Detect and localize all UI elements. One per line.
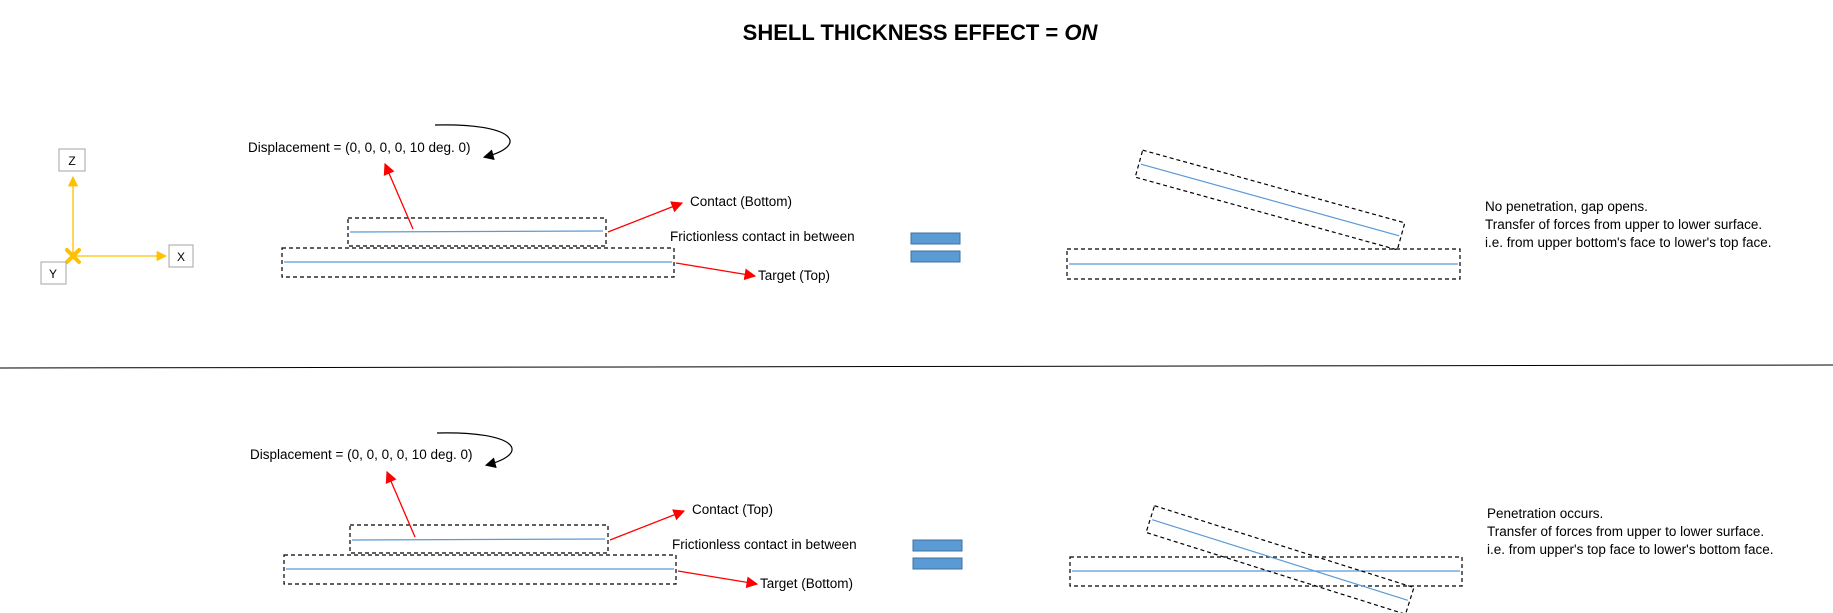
top-contact-label: Contact (Bottom) — [690, 194, 792, 209]
top-equals-bar-lower — [910, 250, 961, 263]
y-axis-marker-icon — [65, 248, 81, 264]
top-upper-shell — [347, 217, 607, 247]
top-displacement-label: Displacement = (0, 0, 0, 0, 10 deg. 0) — [248, 140, 471, 155]
top-note-line-3: i.e. from upper bottom's face to lower's… — [1485, 235, 1772, 250]
top-note-line-2: Transfer of forces from upper to lower s… — [1485, 217, 1762, 232]
bottom-equals-bar-lower — [912, 557, 963, 570]
z-axis-label-box — [58, 148, 86, 172]
top-upper-shell-midline — [349, 230, 604, 233]
bottom-panel: Displacement = (0, 0, 0, 0, 10 deg. 0) C… — [250, 432, 1774, 613]
y-axis-label-box — [40, 261, 67, 285]
bottom-contact-type-label: Frictionless contact in between — [672, 537, 857, 552]
top-displacement-arrow — [383, 162, 414, 230]
bottom-note-line-3: i.e. from upper's top face to lower's bo… — [1487, 542, 1774, 557]
z-axis-label: Z — [68, 154, 75, 168]
bottom-target-arrow — [677, 570, 759, 589]
x-axis-label-box — [168, 244, 194, 268]
top-lower-shell — [281, 247, 675, 278]
bottom-result-upper-shell — [1145, 504, 1415, 613]
title-emphasis: ON — [1064, 20, 1098, 45]
top-contact-type-label: Frictionless contact in between — [670, 229, 855, 244]
panel-divider — [0, 364, 1833, 369]
bottom-displacement-label: Displacement = (0, 0, 0, 0, 10 deg. 0) — [250, 447, 473, 462]
bottom-lower-shell — [283, 554, 677, 585]
bottom-target-label: Target (Bottom) — [760, 576, 853, 591]
bottom-equals-bar-upper — [912, 539, 963, 552]
top-rotation-arrow — [434, 124, 511, 160]
coordinate-triad: Z X Y — [40, 148, 194, 285]
y-axis-label: Y — [49, 267, 57, 281]
top-note-line-1: No penetration, gap opens. — [1485, 199, 1648, 214]
title-prefix: SHELL THICKNESS EFFECT = — [743, 20, 1065, 45]
bottom-upper-shell — [349, 524, 609, 554]
bottom-upper-shell-midline — [351, 538, 606, 541]
top-panel: Displacement = (0, 0, 0, 0, 10 deg. 0) C… — [248, 124, 1772, 283]
bottom-contact-label: Contact (Top) — [692, 502, 773, 517]
bottom-displacement-arrow — [385, 470, 416, 538]
top-result-upper-shell — [1134, 149, 1406, 251]
bottom-note-line-2: Transfer of forces from upper to lower s… — [1487, 524, 1764, 539]
top-result-lower-shell — [1066, 248, 1461, 280]
top-contact-arrow — [607, 201, 684, 233]
bottom-contact-arrow — [609, 509, 686, 541]
bottom-result-lower-shell — [1069, 556, 1463, 587]
top-equals-bar-upper — [910, 232, 961, 245]
bottom-rotation-arrow — [436, 432, 513, 468]
bottom-note-line-1: Penetration occurs. — [1487, 506, 1603, 521]
top-target-label: Target (Top) — [758, 268, 830, 283]
x-axis-label: X — [177, 250, 185, 264]
top-target-arrow — [675, 262, 757, 281]
diagram-title: SHELL THICKNESS EFFECT = ON — [743, 20, 1099, 45]
